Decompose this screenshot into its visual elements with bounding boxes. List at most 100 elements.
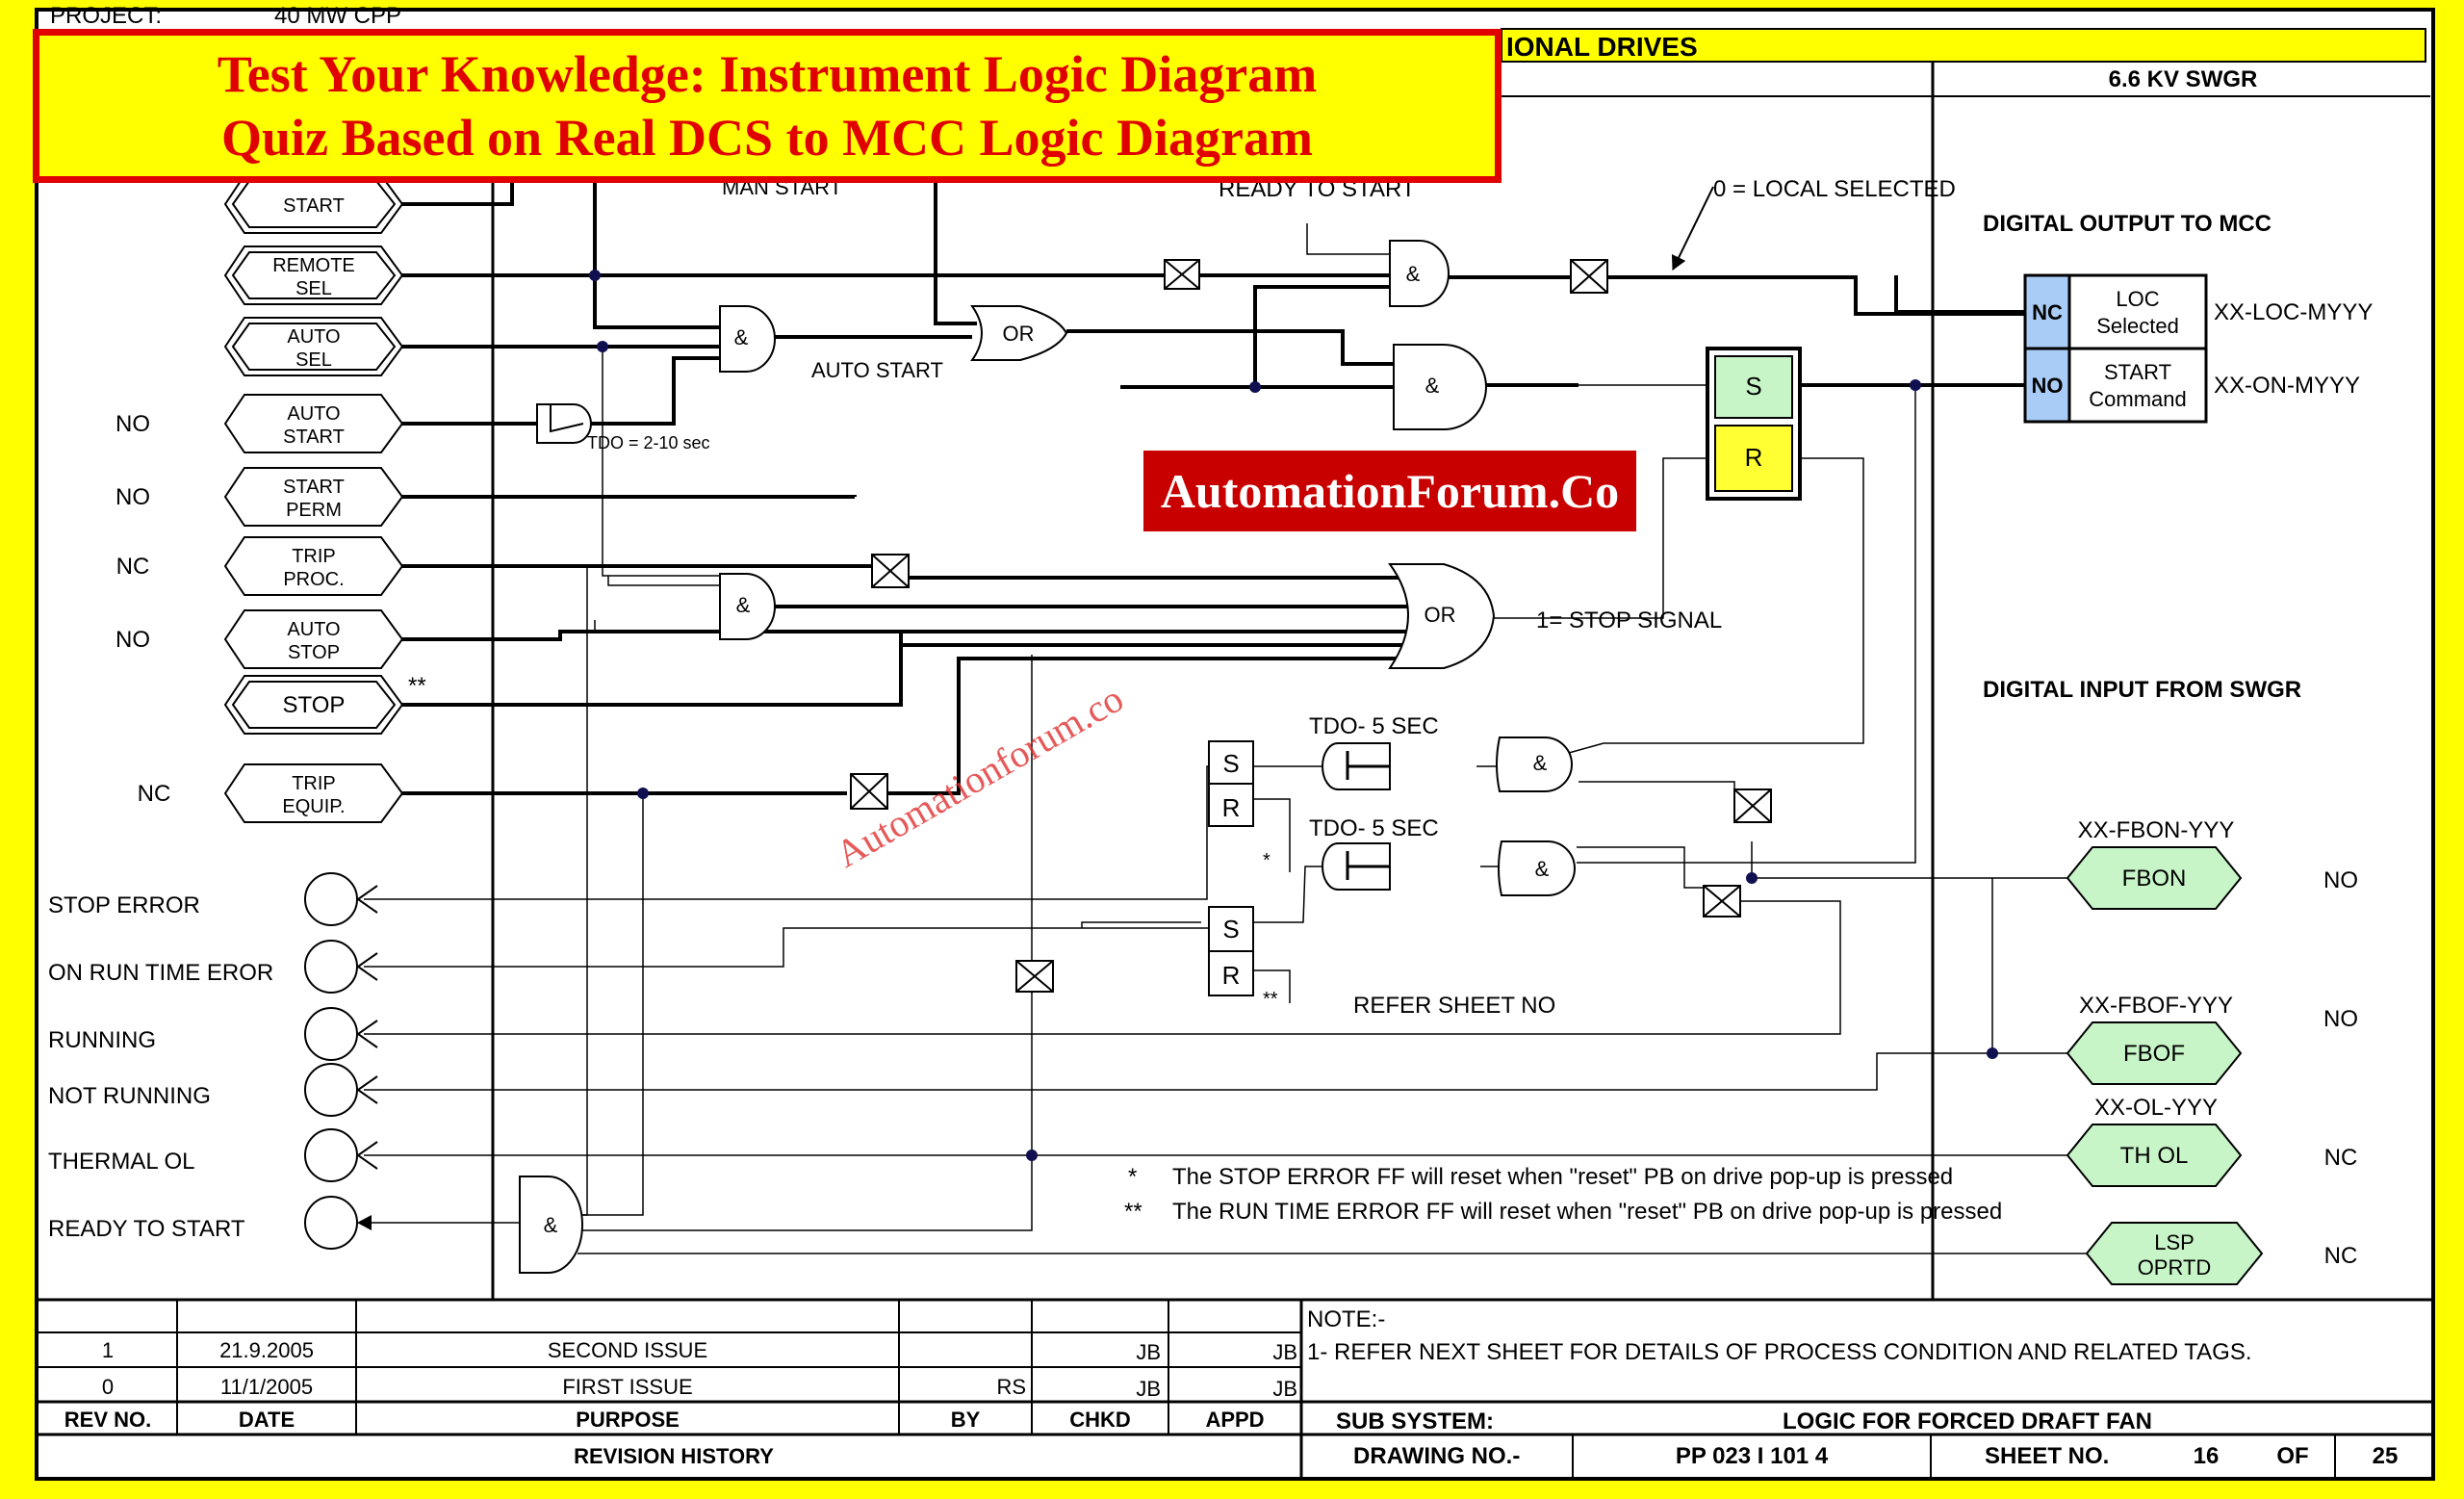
stop-signal-label: 1= STOP SIGNAL [1536,607,1722,633]
output-signal: STOP ERROR [48,872,378,926]
auto-start-label: AUTO START [811,358,943,382]
arrow-icon [356,952,378,981]
refer-sheet-label: REFER SHEET NO [1353,993,1555,1019]
system-title-bar [1501,28,2426,63]
sheet-label: SHEET NO. [1985,1443,2109,1469]
swgr-label: FBON [2122,866,2187,892]
swgr-label: TH OL [2120,1143,2189,1169]
chkd-header: CHKD [1069,1408,1131,1432]
output-signal: READY TO START [48,1196,358,1250]
and-gate-label: & [1425,374,1440,398]
input-contact-type: ** [408,673,426,699]
output-indicator [304,872,358,926]
logic-wiring [357,183,2087,1254]
revision-history-title: REVISION HISTORY [574,1444,774,1468]
reset-notes: * The STOP ERROR FF will reset when "res… [1124,1164,2002,1225]
input-hexagon [223,763,404,823]
appd-cell: JB [1272,1377,1297,1401]
latch-set-label: S [1745,372,1761,401]
rev-cell: 1 [102,1338,114,1362]
and-gate-label: & [734,325,749,349]
digital-output-title: DIGITAL OUTPUT TO MCC [1983,211,2272,237]
timer-delay [536,403,592,444]
run-time-error-ff: S R [1208,906,1254,996]
banner-line-2: Quiz Based on Real DCS to MCC Logic Diag… [221,109,1313,167]
input-contact-type: NO [116,627,150,653]
swgr-contact: NC [2324,1145,2358,1171]
date-cell: 21.9.2005 [219,1338,314,1362]
note-mark: ** [1124,1199,1142,1225]
output-signal: THERMAL OL [48,1128,378,1182]
input-hexagon [223,317,404,376]
input-contact-type: NO [116,411,150,437]
swgr-hexagon [2066,1124,2243,1187]
output-label: STOP ERROR [48,892,200,918]
arrow-icon [356,885,378,914]
note-text: The STOP ERROR FF will reset when "reset… [1172,1164,1953,1190]
and-gate: & [719,573,776,640]
input-hexagon [223,467,404,527]
note-label: NOTE:- [1307,1306,1385,1332]
double-star: ** [1263,989,1278,1010]
or-gate: OR [1388,563,1496,669]
revision-history: 1 21.9.2005 SECOND ISSUE JB JB 0 11/1/20… [64,1338,1297,1468]
input-contact-type: NC [116,554,150,580]
date-header: DATE [239,1408,295,1432]
junction-dots [589,270,1998,1161]
date-cell: 11/1/2005 [220,1375,313,1399]
and-gate: & [719,305,776,373]
start-latch: S R [1706,347,1802,501]
system-title: IONAL DRIVES [1506,32,1698,62]
logic-gates: & OR & & & OR & & & [519,240,1576,1274]
by-header: BY [951,1408,981,1432]
swgr-hexagon [2066,846,2243,910]
output-label: ON RUN TIME EROR [48,960,273,986]
input-signal: STOP ** [223,673,426,735]
input-hexagon [223,675,404,735]
input-signal: START [223,174,404,234]
input-contact-type: NO [116,484,150,510]
tdo5-label: TDO- 5 SEC [1309,815,1439,841]
ff-reset-label: R [1222,961,1241,990]
output-indicator [304,1196,358,1250]
purpose-header: PURPOSE [576,1408,680,1432]
of-label: OF [2276,1443,2308,1469]
output-label: THERMAL OL [48,1149,194,1175]
or-gate: OR [970,305,1068,361]
project-value: 40 MW CPP [274,3,401,29]
rev-header: REV NO. [64,1408,151,1432]
swgr-label: FBOF [2123,1041,2185,1067]
arrow-icon [356,1075,378,1104]
swgr-tag: XX-FBON-YYY [2078,817,2235,843]
and-gate-label: & [544,1213,558,1237]
input-hexagon [223,536,404,596]
not-boxes [850,259,1772,993]
arrow-icon [356,1141,378,1170]
by-cell: RS [996,1375,1026,1399]
annotations: MAN START READY TO START 0 = LOCAL SELEC… [587,175,2301,1019]
and-gate-label: & [1406,262,1421,286]
stop-error-ff: S R [1208,740,1254,827]
subsystem-label: SUB SYSTEM: [1336,1409,1494,1434]
mcc-tag: XX-ON-MYYY [2214,373,2360,399]
input-label: STOP [283,692,346,718]
output-signal: RUNNING [48,1007,378,1061]
